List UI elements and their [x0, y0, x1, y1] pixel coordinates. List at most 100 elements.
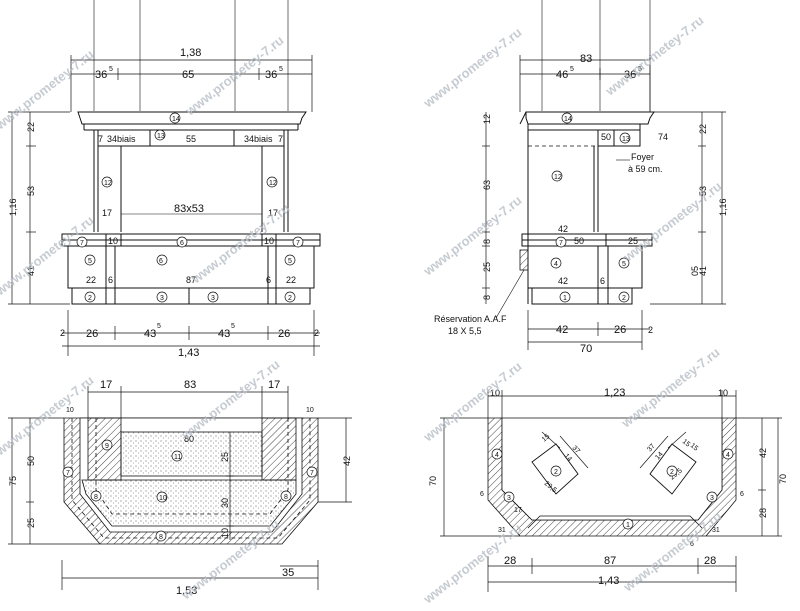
- side-dim-46: 46: [556, 69, 568, 81]
- front-h-total: 1,16: [8, 198, 18, 216]
- planl-top-10b: 10: [306, 407, 314, 414]
- planr-bottom-28b: 28: [704, 555, 716, 567]
- watermark-8: www.prometey-7.ru: [420, 25, 525, 111]
- planr-6c: 6: [690, 541, 694, 548]
- planr-right-70: 70: [778, 474, 788, 484]
- side-label-50: 50: [601, 132, 611, 142]
- watermark-10: www.prometey-7.ru: [420, 193, 525, 279]
- svg-text:13: 13: [622, 136, 630, 143]
- front-label-7-left: 7: [98, 134, 103, 144]
- planl-30: 30: [220, 498, 230, 508]
- planr-14b: 14: [654, 451, 664, 462]
- side-dim-46-sup: 5: [570, 66, 574, 73]
- plan-left: 17 83 17 10 10 80 25 30 10 75 50 25 42 1…: [8, 379, 352, 597]
- svg-text:11: 11: [174, 454, 181, 461]
- side-dim-36: 36: [624, 69, 636, 81]
- side-label-42-top: 42: [558, 224, 568, 234]
- side-h-total: 1,16: [718, 198, 728, 216]
- side-h-41: 41: [698, 266, 708, 276]
- side-dim-36-sup: 5: [638, 66, 642, 73]
- planr-37b: 37: [646, 443, 656, 454]
- svg-text:4: 4: [554, 261, 558, 268]
- svg-text:2: 2: [88, 295, 92, 302]
- planr-part-markers: 4 4 3 3 2 2 1: [491, 448, 734, 530]
- planr-31a: 31: [498, 527, 506, 534]
- front-label-22-right: 22: [286, 275, 296, 285]
- svg-text:12: 12: [104, 180, 112, 187]
- svg-text:9: 9: [105, 443, 109, 450]
- front-b-43r-sup: 5: [231, 323, 235, 330]
- svg-text:7: 7: [66, 470, 70, 477]
- planr-15a: 15: [541, 433, 552, 443]
- svg-text:3: 3: [710, 495, 714, 502]
- side-h-25: 25: [482, 262, 492, 272]
- svg-text:14: 14: [172, 116, 180, 123]
- front-label-17-left: 17: [102, 208, 112, 218]
- planr-31b: 31: [712, 527, 720, 534]
- planl-top-83: 83: [184, 379, 196, 391]
- watermark-9: www.prometey-7.ru: [602, 13, 707, 99]
- side-b-42: 42: [556, 324, 568, 336]
- front-label-10b: 10: [264, 236, 274, 246]
- svg-text:2: 2: [622, 295, 626, 302]
- planl-bottom-153: 1,53: [176, 585, 197, 597]
- svg-text:5: 5: [622, 261, 626, 268]
- side-foyer-height: à 59 cm.: [628, 164, 663, 174]
- svg-text:6: 6: [180, 240, 184, 247]
- planr-bottom-143: 1,43: [598, 575, 619, 587]
- planr-37a: 37: [571, 445, 581, 456]
- watermark-11: www.prometey-7.ru: [620, 179, 725, 265]
- side-part-markers: 14 13 12 7 4 5 1 2: [550, 112, 631, 303]
- front-dim-right-sup: 5: [279, 66, 283, 73]
- svg-text:2: 2: [670, 469, 674, 476]
- svg-text:4: 4: [726, 452, 730, 459]
- side-h-8b: 8: [482, 295, 492, 300]
- svg-text:8: 8: [159, 534, 163, 541]
- side-b-26: 26: [614, 324, 626, 336]
- front-h-41: 41: [26, 266, 36, 276]
- planr-15b: 15: [681, 438, 692, 448]
- side-h-05: 05: [690, 266, 700, 276]
- svg-text:10: 10: [159, 495, 167, 502]
- side-b-70: 70: [580, 343, 592, 355]
- front-label-biais-left: 34biais: [107, 134, 136, 144]
- planr-top-10b: 10: [718, 388, 728, 398]
- side-h-63: 63: [482, 180, 492, 190]
- side-elevation: 83 46 5 36 5 12 63 8 25 8 22 53 1,16 41 …: [434, 0, 728, 355]
- planr-top-10a: 10: [490, 388, 500, 398]
- front-label-10a: 10: [108, 236, 118, 246]
- side-label-6: 6: [600, 276, 605, 286]
- planr-top-123: 1,23: [604, 387, 625, 399]
- front-label-biais-right: 34biais: [244, 134, 273, 144]
- svg-text:4: 4: [495, 452, 499, 459]
- front-label-87: 87: [186, 275, 196, 285]
- planl-80: 80: [184, 434, 194, 444]
- svg-text:5: 5: [288, 258, 292, 265]
- front-b-43r: 43: [218, 328, 230, 340]
- side-label-50-shelf: 50: [574, 236, 584, 246]
- side-h-12: 12: [482, 114, 492, 124]
- watermark-1: www.prometey-7.ru: [0, 47, 97, 133]
- side-h-22: 22: [698, 124, 708, 134]
- svg-text:5: 5: [88, 258, 92, 265]
- planl-left-50: 50: [26, 456, 36, 466]
- svg-text:7: 7: [296, 240, 300, 247]
- front-b-26r: 26: [278, 328, 290, 340]
- side-h-53: 53: [698, 186, 708, 196]
- side-reservation-size: 18 X 5,5: [448, 326, 482, 336]
- svg-text:7: 7: [80, 240, 84, 247]
- side-dim-total: 83: [580, 53, 592, 65]
- svg-text:7: 7: [559, 240, 563, 247]
- side-b-2: 2: [648, 325, 653, 335]
- planr-15c: 15: [689, 442, 700, 452]
- svg-text:6: 6: [159, 258, 163, 265]
- planr-bottom-87: 87: [604, 555, 616, 567]
- front-dim-left-sup: 5: [109, 66, 113, 73]
- planr-17: 17: [514, 507, 522, 514]
- front-b-43l: 43: [144, 328, 156, 340]
- side-label-74: 74: [658, 132, 668, 142]
- front-label-6-left: 6: [108, 275, 113, 285]
- front-b-43l-sup: 5: [157, 323, 161, 330]
- front-b-2r: 2: [314, 328, 319, 338]
